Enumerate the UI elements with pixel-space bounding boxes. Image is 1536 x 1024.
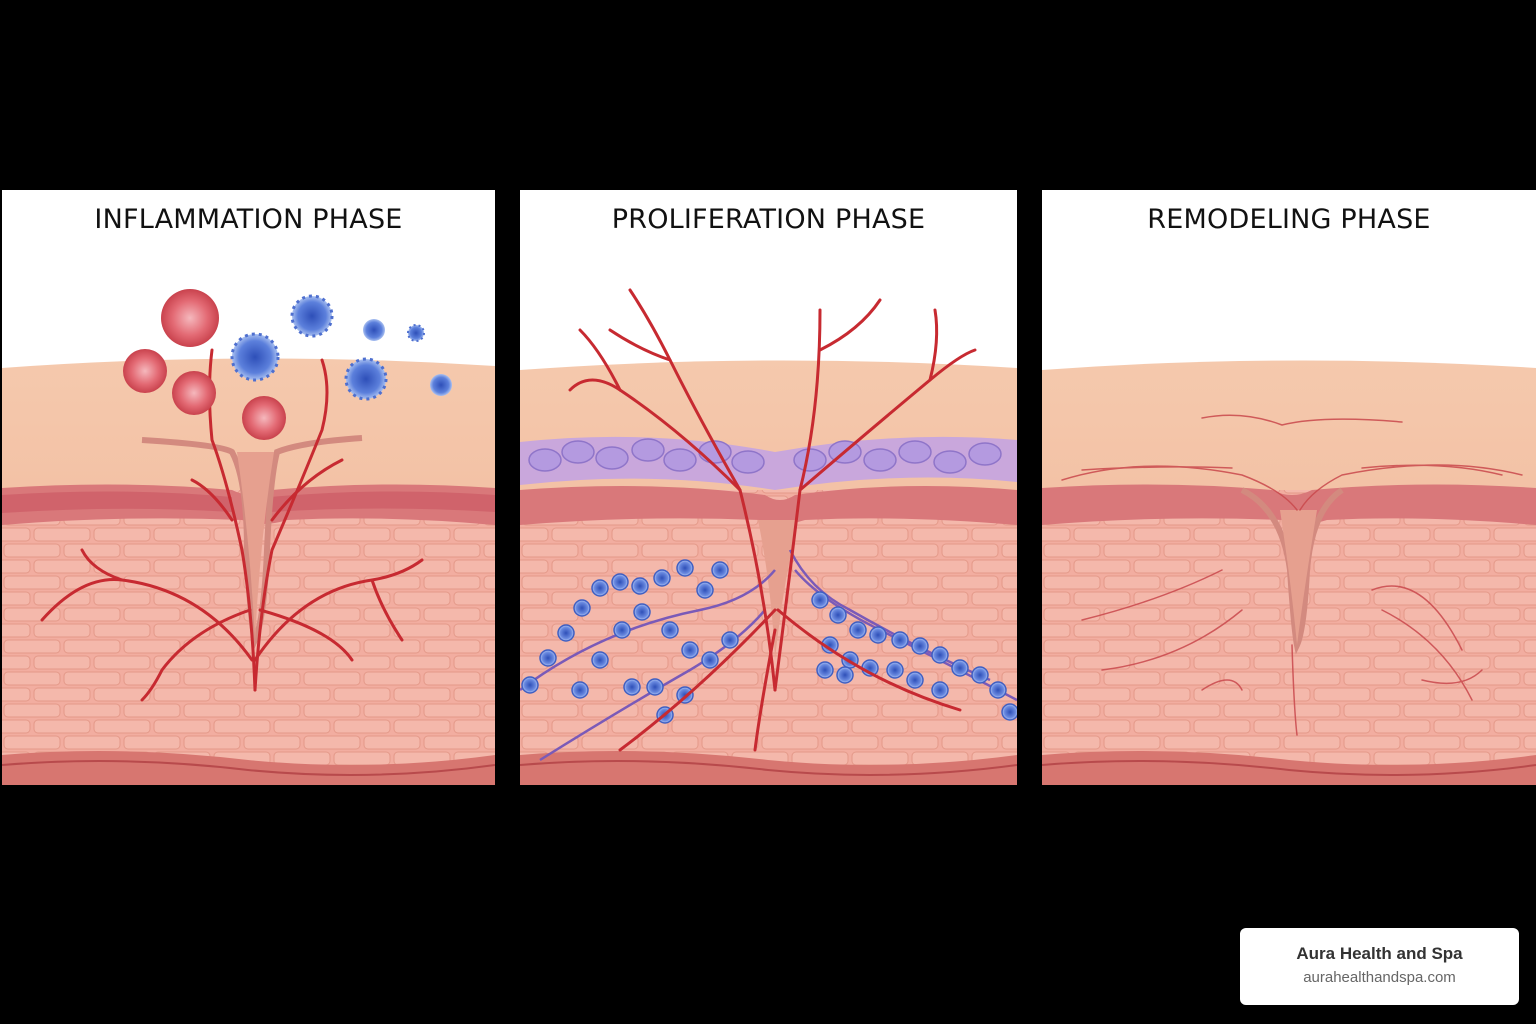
- panel-title: REMODELING PHASE: [1147, 204, 1431, 235]
- proliferation-panel: PROLIFERATION PHASE: [520, 190, 1017, 785]
- remodeling-panel: REMODELING PHASE: [1042, 190, 1536, 785]
- brand-card: Aura Health and Spa aurahealthandspa.com: [1240, 928, 1519, 1005]
- proliferation-illustration: [520, 288, 1017, 785]
- remodeling-illustration: [1042, 360, 1536, 785]
- panel-title: PROLIFERATION PHASE: [611, 204, 926, 235]
- red-cells: [123, 289, 286, 440]
- vessels: [568, 288, 977, 752]
- brand-name: Aura Health and Spa: [1296, 944, 1463, 963]
- scar-fibers: [1061, 414, 1523, 736]
- immune-cells: [521, 559, 1017, 724]
- panel-title: INFLAMMATION PHASE: [94, 204, 403, 235]
- immune-cells: [230, 294, 452, 401]
- inflammation-illustration: [2, 289, 495, 785]
- inflammation-panel: INFLAMMATION PHASE: [2, 190, 495, 785]
- brand-url: aurahealthandspa.com: [1303, 969, 1456, 986]
